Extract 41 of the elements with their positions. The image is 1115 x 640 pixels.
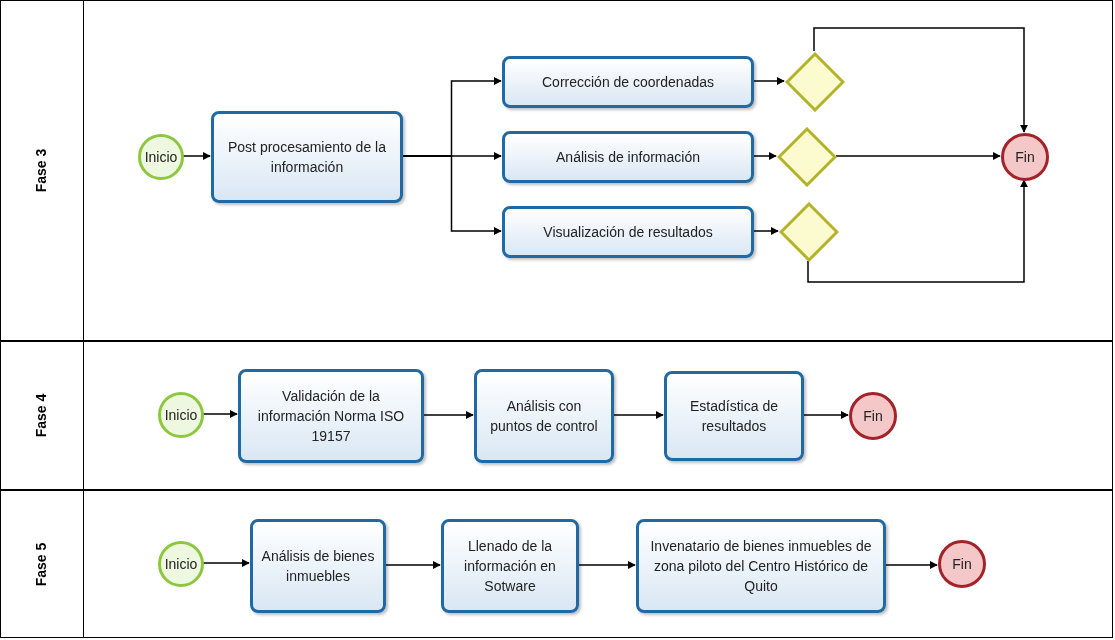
gateway-diamond bbox=[785, 52, 845, 112]
end-event: Fin bbox=[938, 540, 986, 588]
process-box: Análisis de bienes inmuebles bbox=[250, 519, 386, 613]
process-box: Análisis con puntos de control bbox=[474, 369, 614, 463]
process-box: Post procesamiento de la información bbox=[211, 111, 403, 203]
process-box: Llenado de la información en Sotware bbox=[441, 519, 579, 613]
arrow bbox=[752, 152, 777, 160]
process-box: Estadística de resultados bbox=[664, 371, 804, 461]
start-event: Inicio bbox=[138, 134, 184, 180]
arrow bbox=[752, 77, 785, 85]
lane-label: Fase 3 bbox=[32, 148, 51, 193]
start-event: Inicio bbox=[158, 392, 204, 438]
end-event: Fin bbox=[849, 392, 897, 440]
process-box: Validación de la información Norma ISO 19157 bbox=[238, 369, 424, 463]
arrow bbox=[807, 179, 1028, 283]
process-box: Corrección de coordenadas bbox=[502, 56, 754, 108]
arrow bbox=[813, 27, 1028, 133]
gateway-diamond bbox=[779, 202, 839, 262]
end-event: Fin bbox=[1001, 133, 1049, 181]
arrow bbox=[202, 559, 250, 567]
process-box: Visualización de resultados bbox=[502, 206, 754, 258]
lane-label: Fase 4 bbox=[32, 393, 51, 438]
arrow bbox=[802, 411, 849, 419]
arrow bbox=[182, 152, 211, 160]
swimlane bbox=[0, 0, 1113, 341]
arrow bbox=[884, 561, 938, 569]
swimlane bbox=[0, 341, 1113, 490]
gateway-diamond bbox=[777, 127, 837, 187]
lane-label: Fase 5 bbox=[32, 542, 51, 586]
arrow bbox=[577, 561, 636, 569]
start-event: Inicio bbox=[158, 541, 204, 587]
arrow bbox=[384, 561, 441, 569]
arrow bbox=[401, 155, 502, 235]
arrow bbox=[612, 411, 664, 419]
swimlane bbox=[0, 490, 1113, 638]
arrow bbox=[835, 152, 1001, 160]
arrow bbox=[422, 411, 474, 419]
arrow bbox=[202, 410, 238, 418]
arrow bbox=[752, 227, 779, 235]
process-box: Invenatario de bienes inmuebles de zona piloto del Centro Histórico de Quito bbox=[636, 519, 886, 613]
process-box: Análisis de información bbox=[502, 131, 754, 183]
